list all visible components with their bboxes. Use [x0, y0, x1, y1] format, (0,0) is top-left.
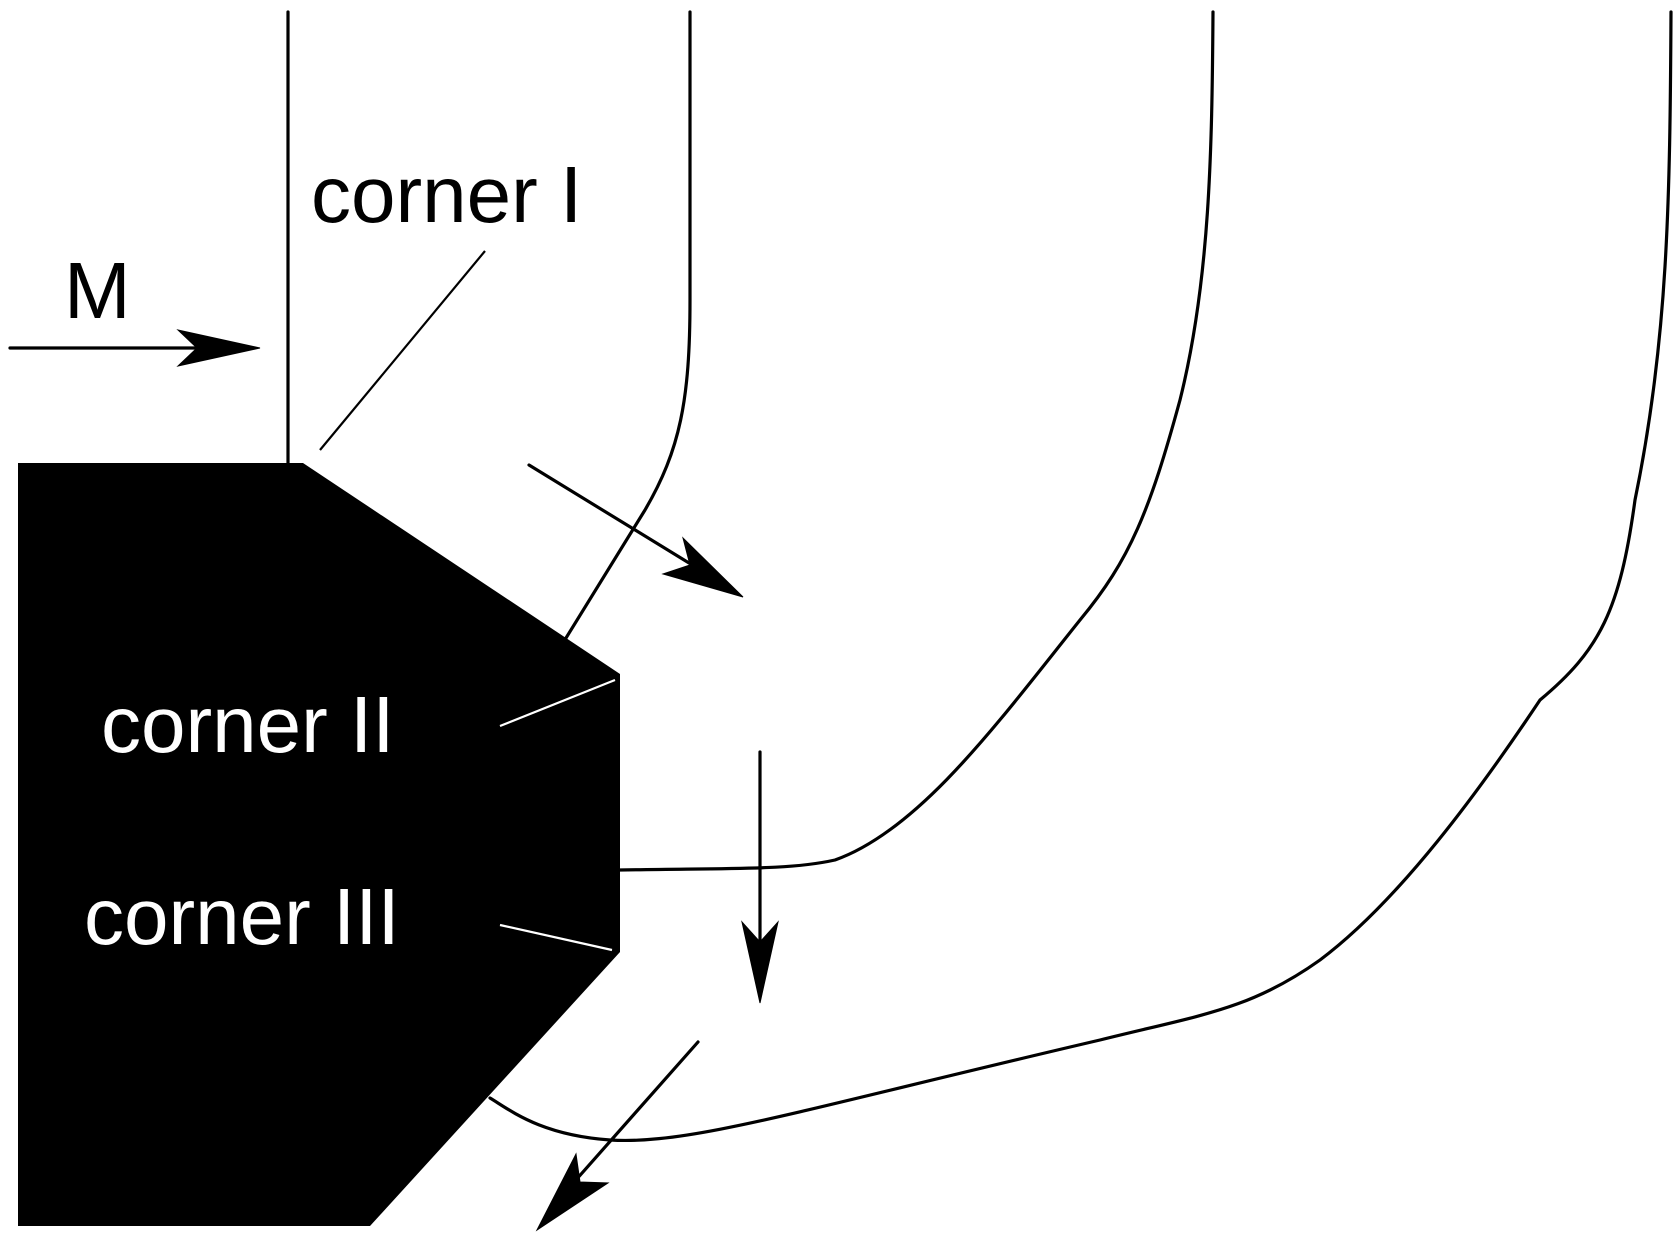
- label-m: M: [64, 246, 131, 335]
- arrow-down-left-head: [535, 1152, 610, 1232]
- m-arrow-head: [176, 329, 261, 367]
- flow-line-3: [488, 10, 1673, 1143]
- leader-corner-2: [499, 678, 616, 728]
- arrow-diagonal-shaft: [527, 463, 722, 584]
- arrow-down-head: [741, 920, 779, 1004]
- flow-line-1: [564, 10, 692, 640]
- label-corner-2: corner II: [101, 680, 394, 769]
- die-block: [18, 463, 620, 1226]
- label-corner-1: corner I: [311, 150, 582, 239]
- leader-corner-1: [319, 250, 486, 451]
- leader-corner-3: [499, 923, 613, 952]
- flow-line-2: [618, 10, 1215, 872]
- label-corner-3: corner III: [84, 872, 400, 961]
- arrow-diagonal-head: [661, 536, 744, 598]
